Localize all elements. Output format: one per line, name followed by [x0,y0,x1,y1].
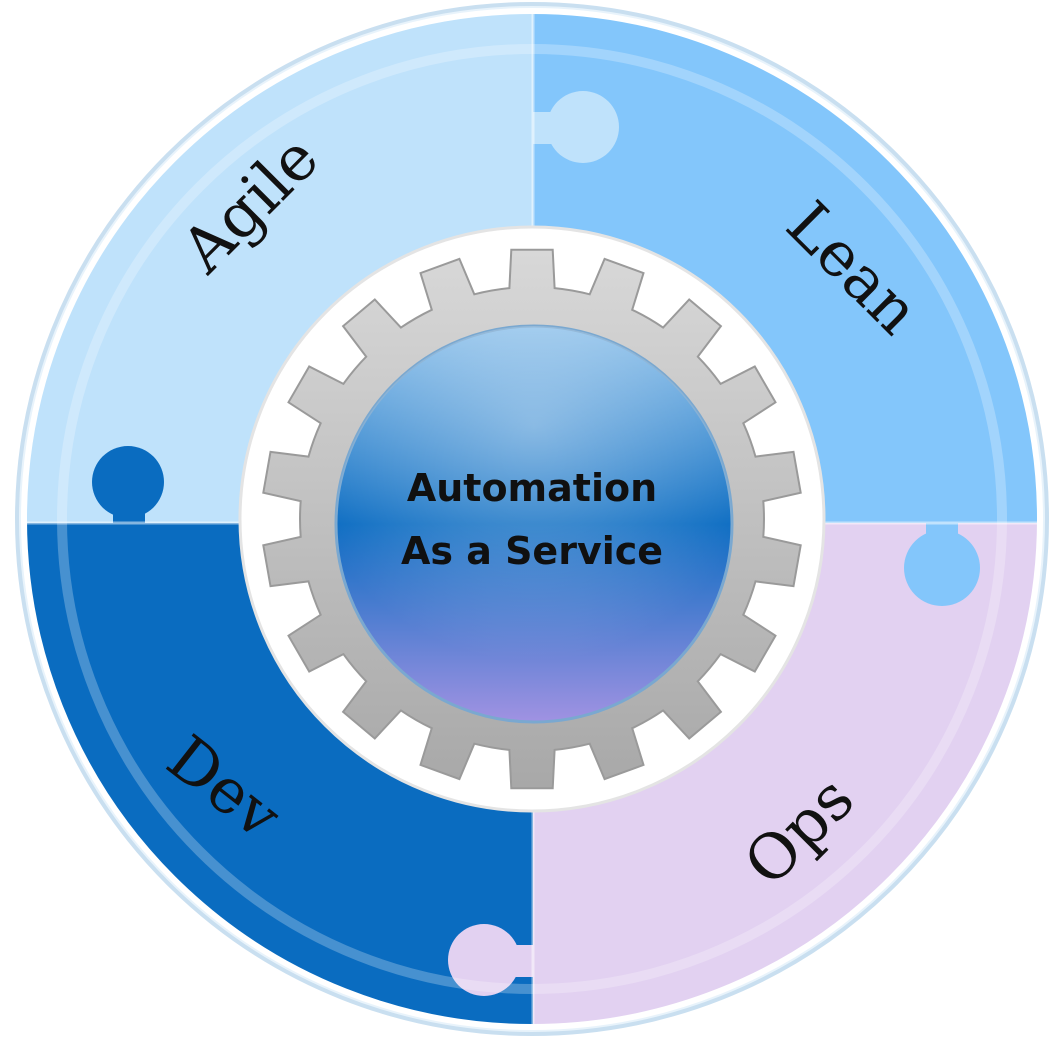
tab-lean-into-ops [904,530,980,606]
tab-agile-into-lean [547,91,619,163]
center-title-line1: Automation [407,466,657,510]
tab-dev-into-agile [92,446,164,518]
tab-ops-into-dev [448,924,520,996]
center-title-line2: As a Service [401,529,663,573]
